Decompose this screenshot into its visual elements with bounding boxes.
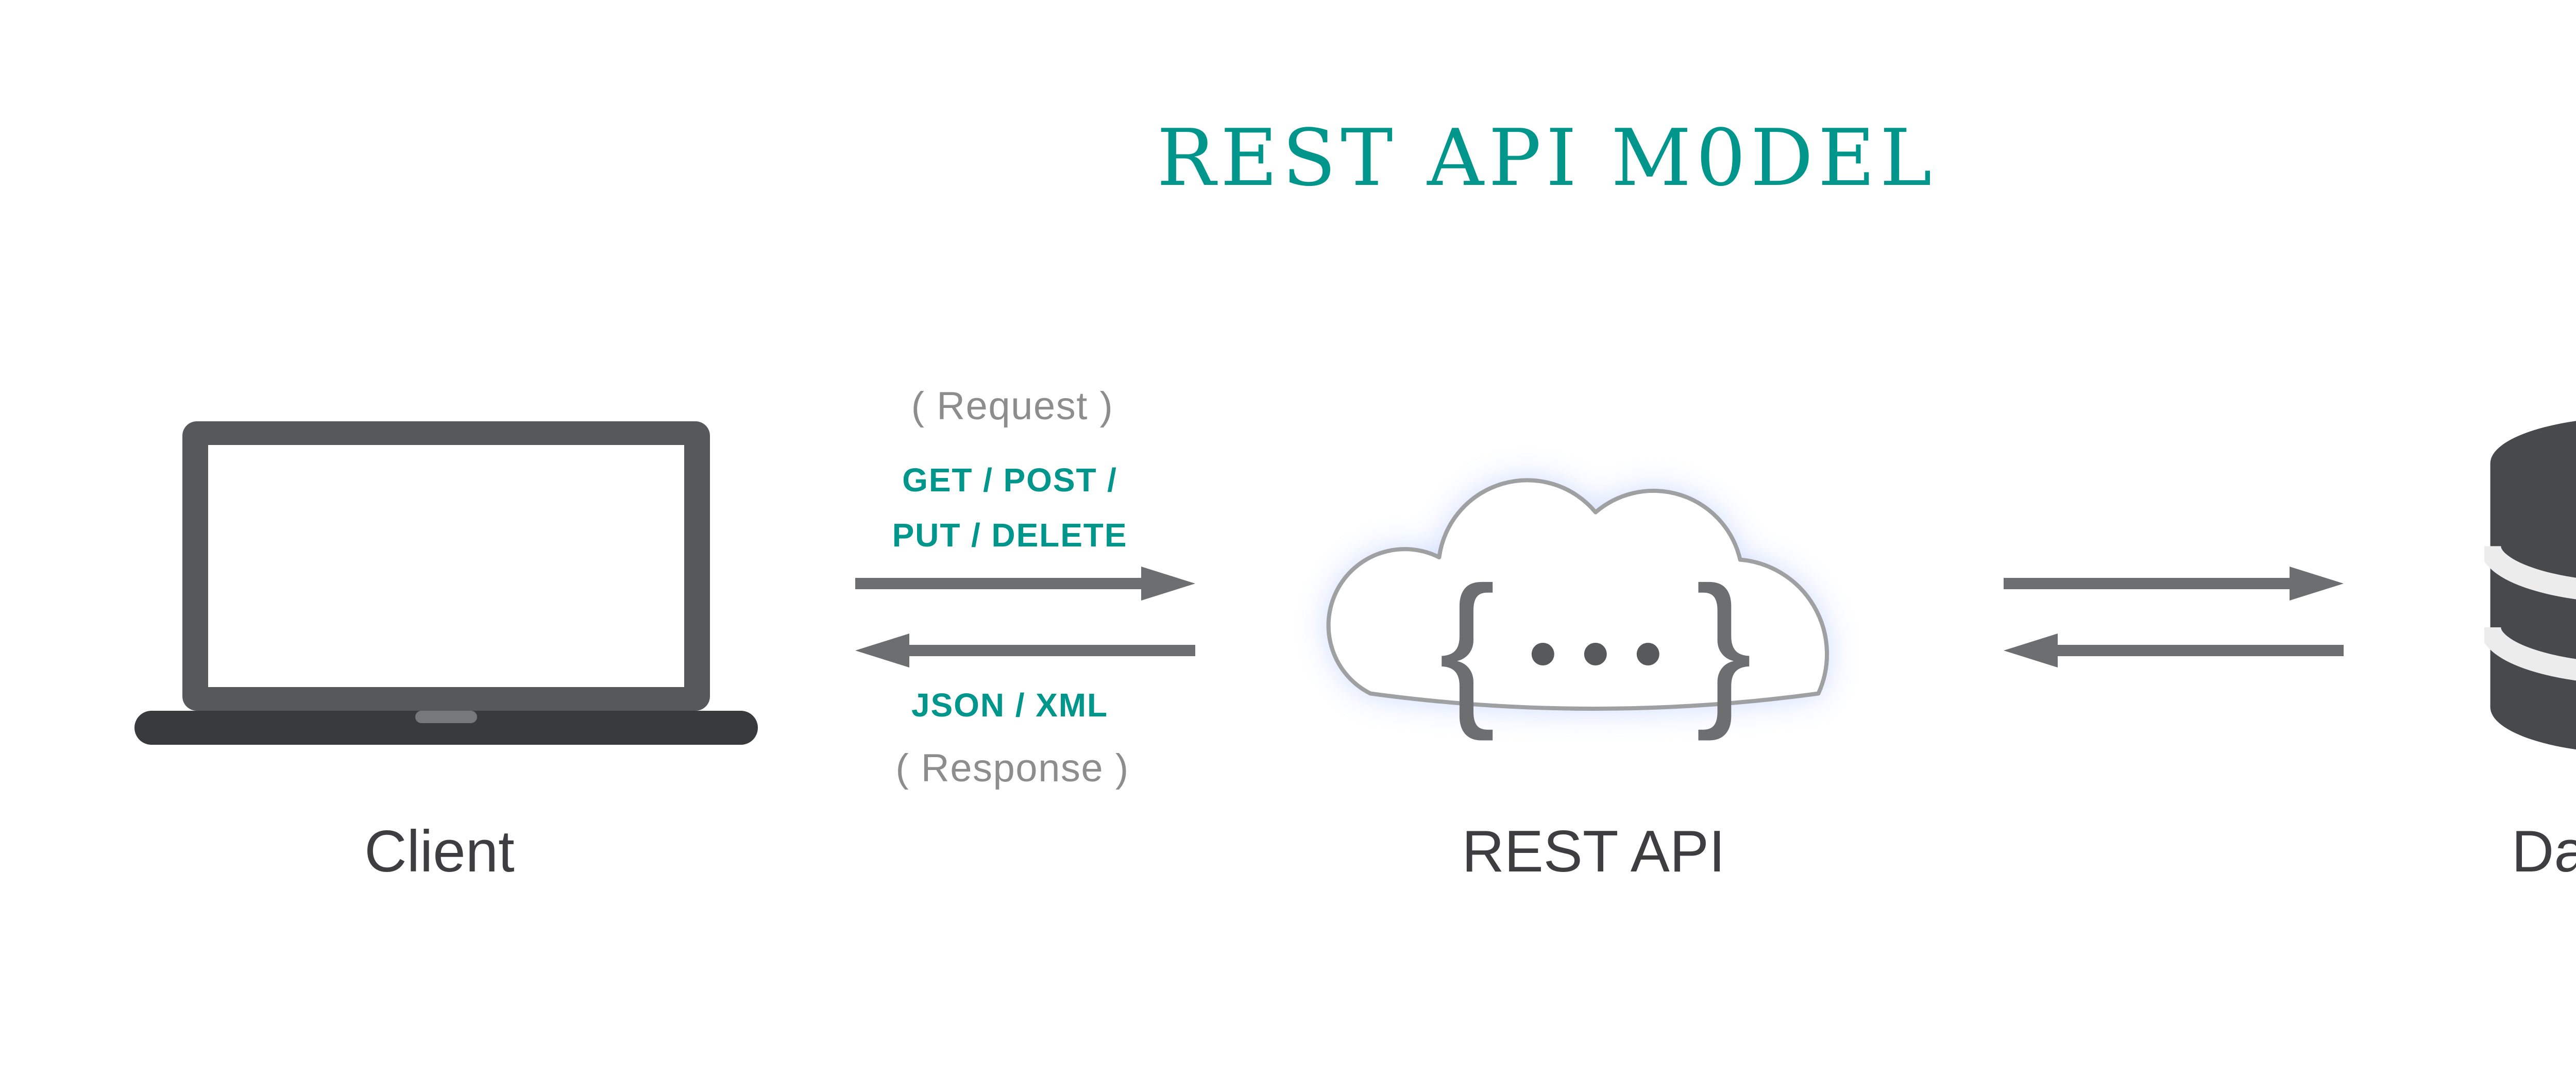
dot-icon (1532, 643, 1554, 665)
database-icon (2484, 421, 2576, 750)
request-methods-line1: GET / POST / (902, 461, 1117, 499)
api-database-arrows-icon (2004, 567, 2344, 668)
code-braces-icon: { } (1439, 561, 1752, 731)
dot-icon (1584, 643, 1607, 665)
request-arrow-icon (855, 567, 1195, 601)
rest-api-label: REST API (1462, 819, 1725, 884)
database-band (2484, 545, 2576, 600)
request-response-arrows-icon (855, 567, 1195, 668)
request-methods-line2: PUT / DELETE (892, 517, 1128, 554)
database-label: Database (2511, 819, 2576, 884)
database-bottom (2490, 664, 2576, 750)
laptop-latch (415, 711, 477, 723)
response-format: JSON / XML (911, 687, 1108, 724)
laptop-screen (208, 445, 684, 687)
client-label: Client (364, 819, 515, 884)
laptop-base (134, 711, 758, 745)
result-arrow-icon (2004, 634, 2344, 668)
laptop-icon (134, 421, 758, 745)
response-caption: ( Response ) (895, 746, 1129, 790)
brace-left: { (1438, 551, 1496, 741)
response-arrow-icon (855, 634, 1195, 668)
diagram-title: REST API M0DEL (1157, 112, 1937, 203)
dot-icon (1637, 643, 1659, 665)
ellipsis-dots-icon (1532, 627, 1659, 665)
database-top (2490, 421, 2576, 506)
request-caption: ( Request ) (911, 384, 1114, 428)
database-band (2484, 626, 2576, 681)
brace-right: } (1696, 551, 1753, 741)
query-arrow-icon (2004, 567, 2344, 601)
cloud-icon (1326, 478, 1829, 711)
